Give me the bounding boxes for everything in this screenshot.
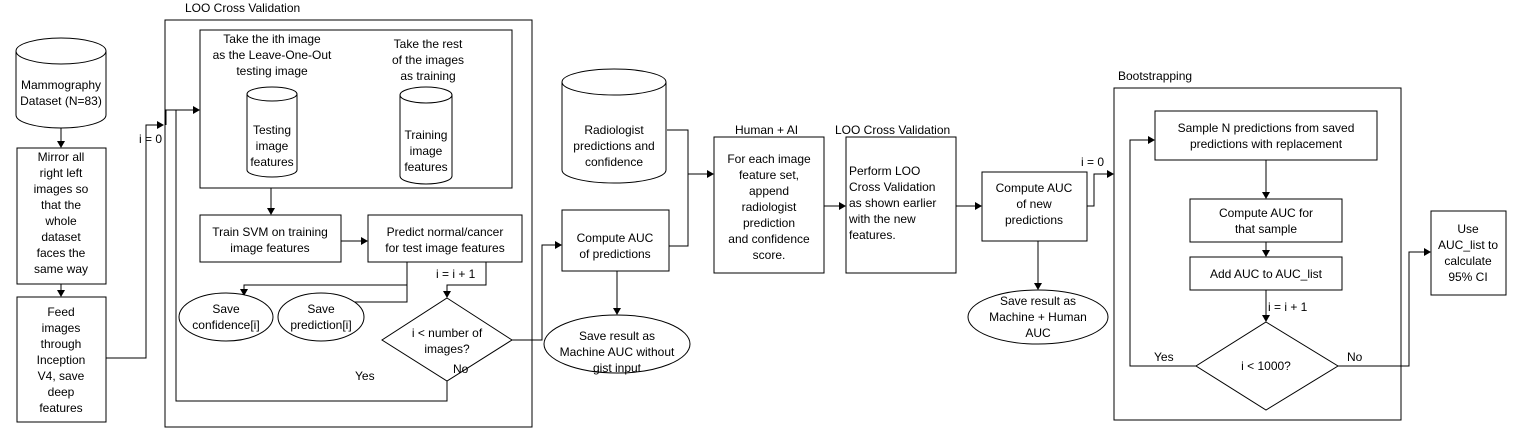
add-auc-text: Add AUC to AUC_list xyxy=(1210,267,1323,281)
edge-loop-back xyxy=(175,110,448,402)
connectors xyxy=(60,109,1425,402)
save-prediction-ellipse xyxy=(277,292,365,342)
decision-1000-text: i < 1000? xyxy=(1241,359,1291,373)
save-machine-human-ellipse xyxy=(967,289,1109,345)
loo-frame-title: LOO Cross Validation xyxy=(185,1,300,15)
predict-box xyxy=(367,214,523,263)
edge-label-i0-second: i = 0 xyxy=(1081,155,1104,169)
loo-data-split-frame xyxy=(199,29,513,189)
testing-cylinder xyxy=(246,86,298,178)
edge-no-compute xyxy=(512,244,556,341)
loo-box xyxy=(845,136,957,274)
edge-label-yes-second: Yes xyxy=(1154,350,1174,364)
edge-labels: i = 0 i = i + 1 Yes No i = 0 i = i + 1 Y… xyxy=(139,132,1363,383)
human-ai-box xyxy=(713,136,825,274)
edge-label-inc-second: i = i + 1 xyxy=(1268,300,1308,314)
add-auc-box xyxy=(1189,256,1343,291)
bootstrap-decision-diamond xyxy=(1195,321,1339,411)
images-decision-diamond xyxy=(381,297,513,382)
train-svm-box xyxy=(199,214,342,263)
training-cylinder xyxy=(399,86,453,185)
feed-box xyxy=(16,296,107,423)
mirror-box xyxy=(16,147,107,285)
edge-label-inc-first: i = i + 1 xyxy=(436,267,476,281)
edge-label-i0-first: i = 0 xyxy=(139,132,162,146)
bootstrapping-frame xyxy=(1113,87,1402,421)
edge-label-no-second: No xyxy=(1347,350,1363,364)
edge-no-use xyxy=(1338,251,1425,367)
loo-frame xyxy=(164,19,533,428)
edge-feed-loo xyxy=(106,109,194,359)
edge-predict-saveconf xyxy=(243,284,407,291)
edge-predict-savepred xyxy=(331,262,408,303)
edge-label-yes-first: Yes xyxy=(355,369,375,383)
dataset-cylinder xyxy=(15,37,107,129)
edge-yes-loop xyxy=(1129,139,1196,367)
edge-predict-decision xyxy=(446,262,487,293)
edge-radiologist-humanai xyxy=(667,129,689,174)
compute-auc-box xyxy=(561,209,670,272)
save-confidence-ellipse xyxy=(178,292,274,342)
bootstrapping-frame-title: Bootstrapping xyxy=(1118,69,1192,83)
sample-box xyxy=(1154,110,1378,161)
human-ai-title: Human + AI xyxy=(735,123,798,137)
edge-label-no-first: No xyxy=(453,362,469,376)
edge-computenew-bootstrap xyxy=(1087,173,1108,207)
compute-sample-box xyxy=(1189,198,1343,243)
edge-compute-humanai xyxy=(669,173,708,247)
radiologist-cylinder xyxy=(561,68,667,184)
use-list-box xyxy=(1430,210,1507,296)
save-machine-ellipse xyxy=(543,314,691,374)
compute-auc-new-box xyxy=(981,171,1088,242)
loo-second-title: LOO Cross Validation xyxy=(835,123,950,137)
